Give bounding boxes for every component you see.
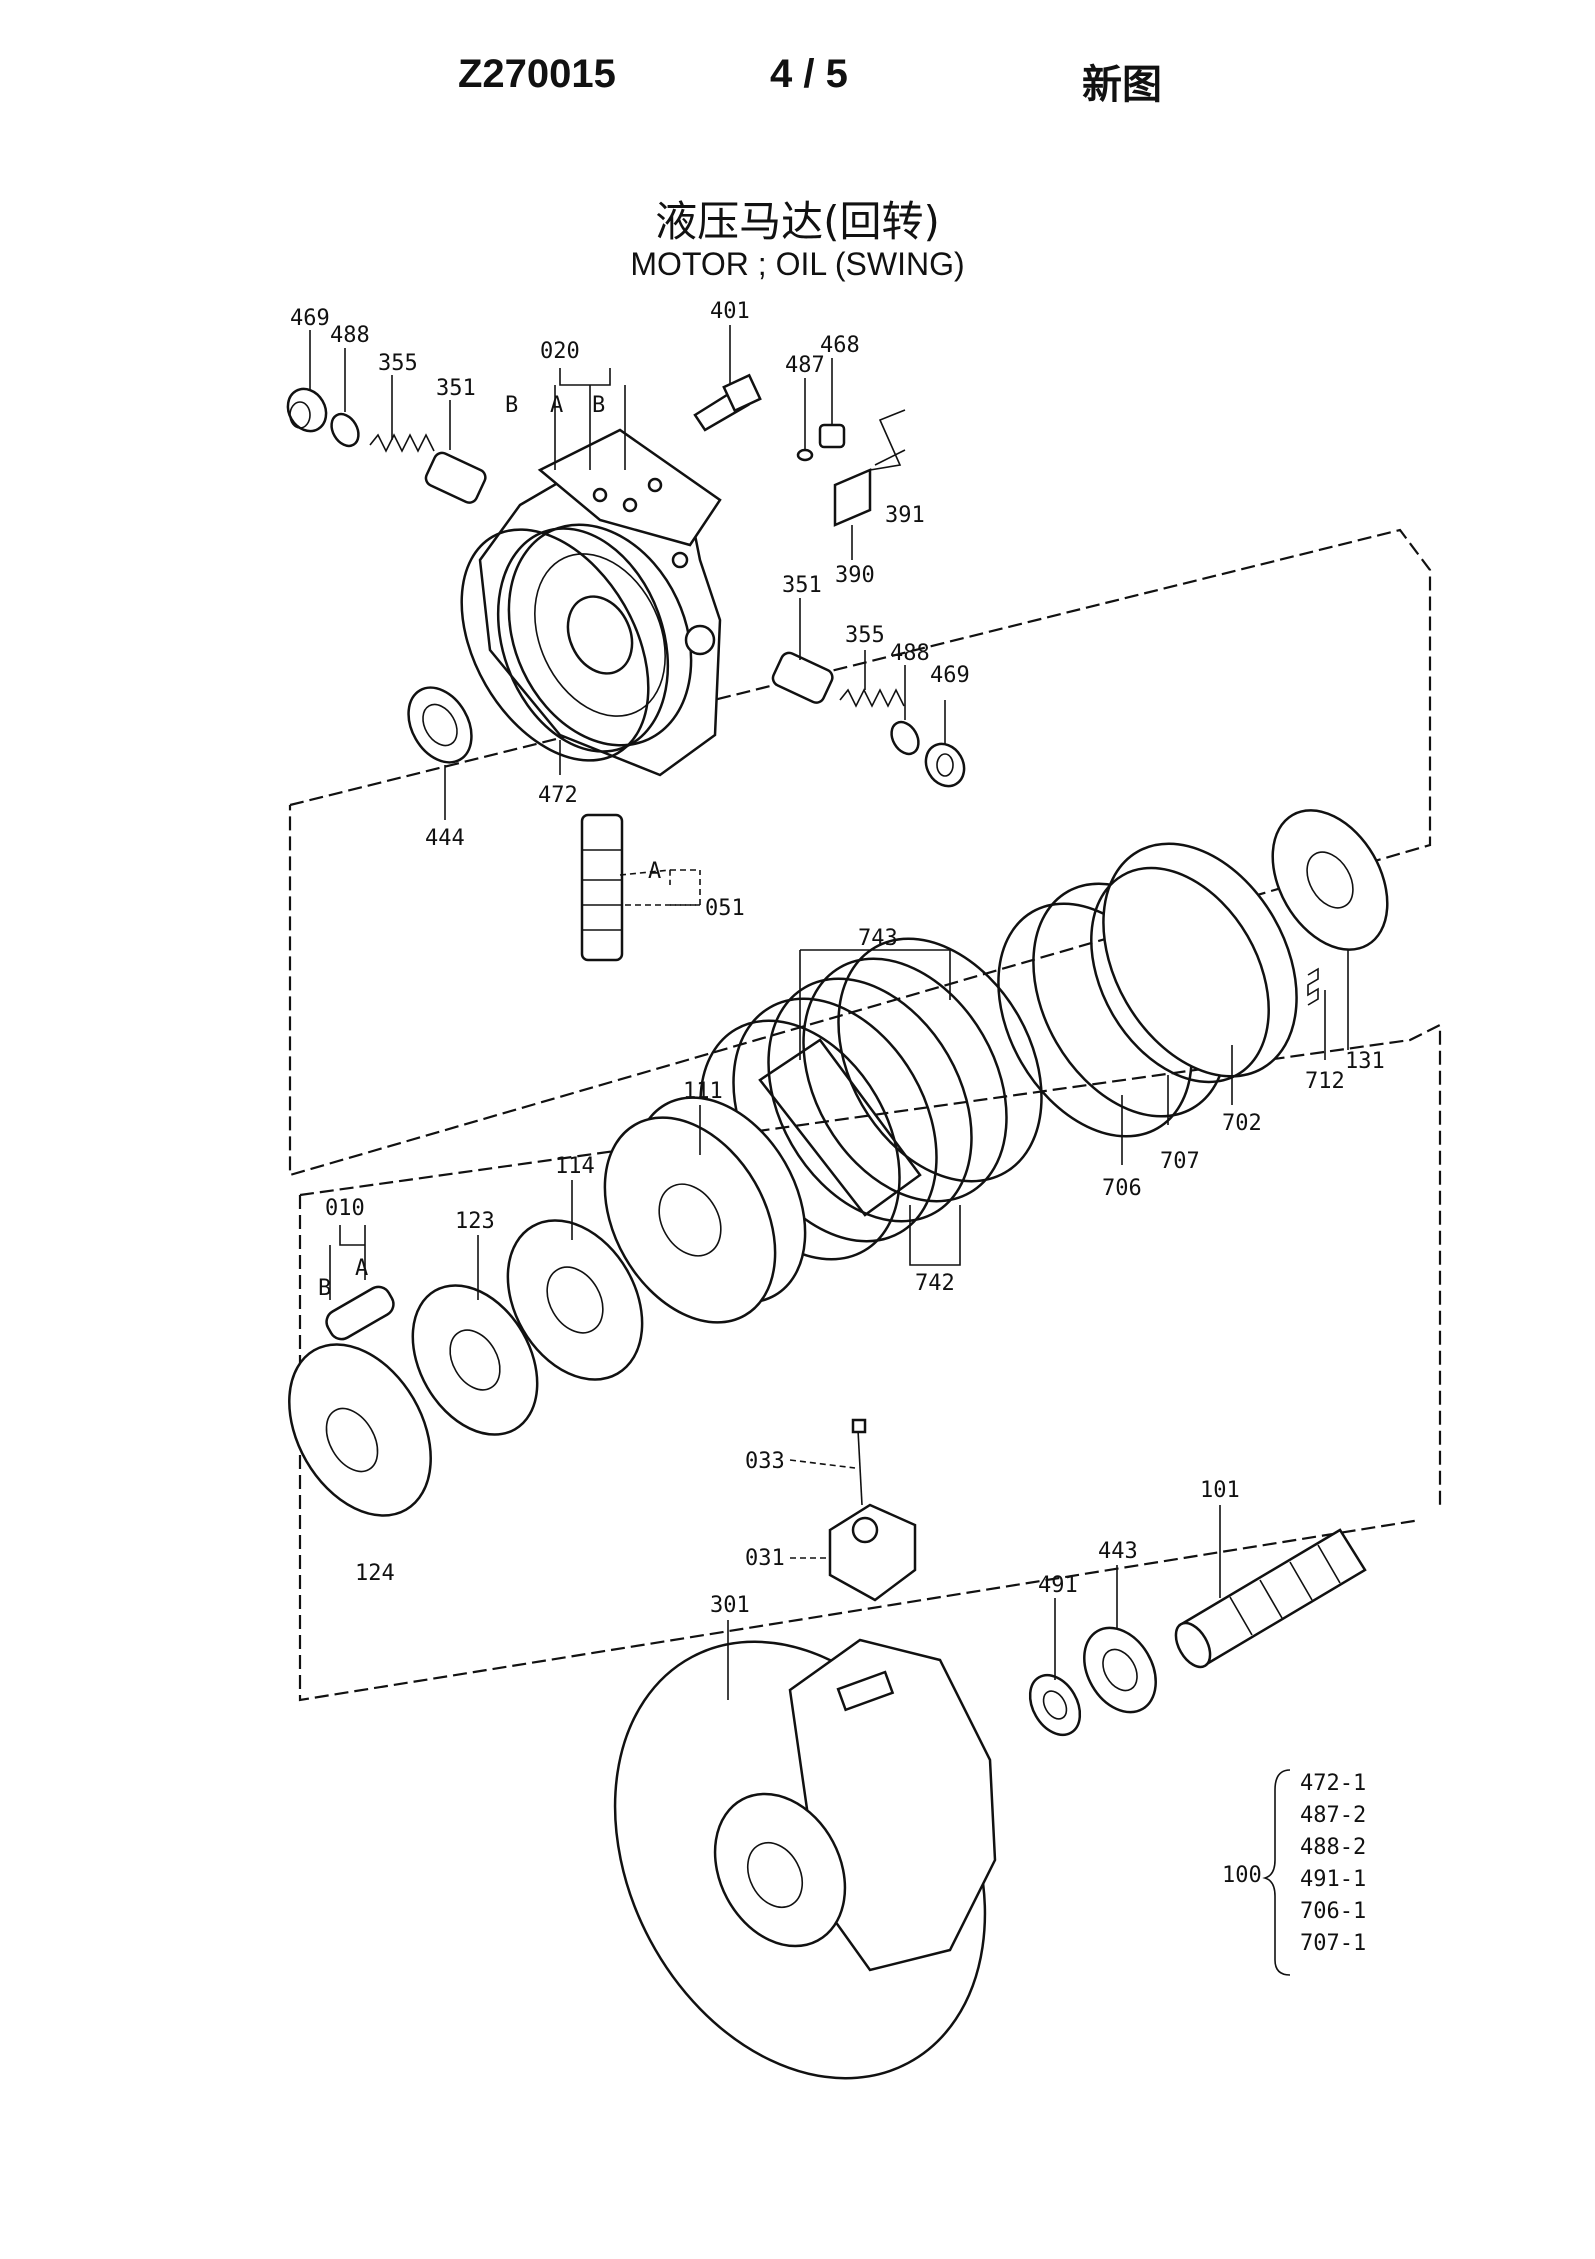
label-010: 010 bbox=[325, 1196, 365, 1221]
label-351-upper: 351 bbox=[436, 376, 476, 401]
o-ring-488-upper bbox=[330, 412, 360, 448]
label-020-b-left: B bbox=[505, 393, 518, 418]
shaft-101 bbox=[1174, 1528, 1367, 1669]
spring-355-upper bbox=[369, 433, 435, 453]
o-ring-488-lower bbox=[890, 720, 920, 756]
leader-lines bbox=[309, 325, 1349, 1700]
label-702: 702 bbox=[1222, 1111, 1262, 1136]
label-114: 114 bbox=[555, 1154, 595, 1179]
label-355-lower: 355 bbox=[845, 623, 885, 648]
rivet-391 bbox=[874, 449, 906, 466]
o-ring-472 bbox=[460, 528, 650, 762]
kit-100-legend: 100 472-1 487-2 488-2 491-1 706-1 707-1 bbox=[1222, 1769, 1366, 1976]
swash-plate-124 bbox=[288, 1343, 432, 1517]
label-706: 706 bbox=[1102, 1176, 1142, 1201]
bearing-443 bbox=[1083, 1626, 1157, 1714]
label-472: 472 bbox=[538, 783, 578, 808]
plug-469-upper bbox=[286, 387, 328, 433]
label-444: 444 bbox=[425, 826, 465, 851]
kit-item-707: 707-1 bbox=[1300, 1931, 1366, 1956]
valve-plate-131 bbox=[1271, 809, 1389, 951]
label-010-a: A bbox=[355, 1256, 368, 1281]
cylinder-block-111 bbox=[603, 1096, 807, 1324]
screw-401 bbox=[693, 373, 762, 432]
title-en: MOTOR ; OIL (SWING) bbox=[630, 246, 965, 282]
title-cn: 液压马达(回转) bbox=[655, 197, 940, 246]
label-123: 123 bbox=[455, 1209, 495, 1234]
label-111: 111 bbox=[683, 1079, 723, 1104]
label-391: 391 bbox=[885, 503, 925, 528]
new-drawing-note: 新图 bbox=[1082, 63, 1162, 107]
retainer-plate-114 bbox=[506, 1219, 644, 1381]
spring-712 bbox=[1307, 967, 1319, 1006]
label-101: 101 bbox=[1200, 1478, 1240, 1503]
valve-351-lower bbox=[771, 651, 834, 704]
kit-item-472: 472-1 bbox=[1300, 1771, 1366, 1796]
valve-casing-020 bbox=[478, 428, 722, 777]
piston-shoe-123 bbox=[411, 1284, 539, 1436]
valve-051 bbox=[580, 813, 624, 962]
label-301: 301 bbox=[710, 1593, 750, 1618]
label-469-lower: 469 bbox=[930, 663, 970, 688]
label-033: 033 bbox=[745, 1449, 785, 1474]
brake-piston-702 bbox=[1090, 842, 1298, 1084]
label-020-a: A bbox=[550, 393, 563, 418]
seal-491 bbox=[1028, 1673, 1082, 1737]
label-051-a: A bbox=[648, 859, 661, 884]
label-712: 712 bbox=[1305, 1069, 1345, 1094]
part-code: Z270015 bbox=[458, 52, 616, 96]
label-051: 051 bbox=[705, 896, 745, 921]
page-number: 4 / 5 bbox=[770, 52, 848, 96]
plug-468 bbox=[818, 423, 846, 449]
nameplate-390 bbox=[833, 468, 872, 527]
brake-plates-743 bbox=[767, 937, 1043, 1223]
label-487: 487 bbox=[785, 353, 825, 378]
kit-item-488: 488-2 bbox=[1300, 1835, 1366, 1860]
bolt-033 bbox=[851, 1418, 867, 1506]
label-020-b-right: B bbox=[592, 393, 605, 418]
label-124: 124 bbox=[355, 1561, 395, 1586]
plug-469-lower bbox=[924, 742, 966, 788]
label-401: 401 bbox=[710, 299, 750, 324]
label-010-b: B bbox=[318, 1276, 331, 1301]
kit-item-706: 706-1 bbox=[1300, 1899, 1366, 1924]
label-742: 742 bbox=[915, 1271, 955, 1296]
spring-355-lower bbox=[839, 688, 905, 708]
pin-487 bbox=[796, 448, 814, 462]
label-491: 491 bbox=[1038, 1573, 1078, 1598]
piston-010 bbox=[325, 1285, 395, 1341]
relief-valve-031 bbox=[828, 1503, 917, 1602]
valve-351-upper bbox=[424, 451, 487, 504]
bearing-444 bbox=[407, 686, 473, 764]
label-488-lower: 488 bbox=[890, 641, 930, 666]
callout-labels: 469 488 355 351 020 B A B 401 487 468 39… bbox=[290, 299, 1385, 1618]
label-020: 020 bbox=[540, 339, 580, 364]
label-351-lower: 351 bbox=[782, 573, 822, 598]
label-488-upper: 488 bbox=[330, 323, 370, 348]
label-468: 468 bbox=[820, 333, 860, 358]
label-131: 131 bbox=[1345, 1049, 1385, 1074]
kit-item-487: 487-2 bbox=[1300, 1803, 1366, 1828]
label-355-upper: 355 bbox=[378, 351, 418, 376]
label-390: 390 bbox=[835, 563, 875, 588]
label-031: 031 bbox=[745, 1546, 785, 1571]
housing-301 bbox=[613, 1638, 997, 2080]
label-743: 743 bbox=[858, 926, 898, 951]
label-469-upper: 469 bbox=[290, 306, 330, 331]
label-707: 707 bbox=[1160, 1149, 1200, 1174]
kit-label: 100 bbox=[1222, 1863, 1262, 1888]
kit-item-491: 491-1 bbox=[1300, 1867, 1366, 1892]
label-443: 443 bbox=[1098, 1539, 1138, 1564]
